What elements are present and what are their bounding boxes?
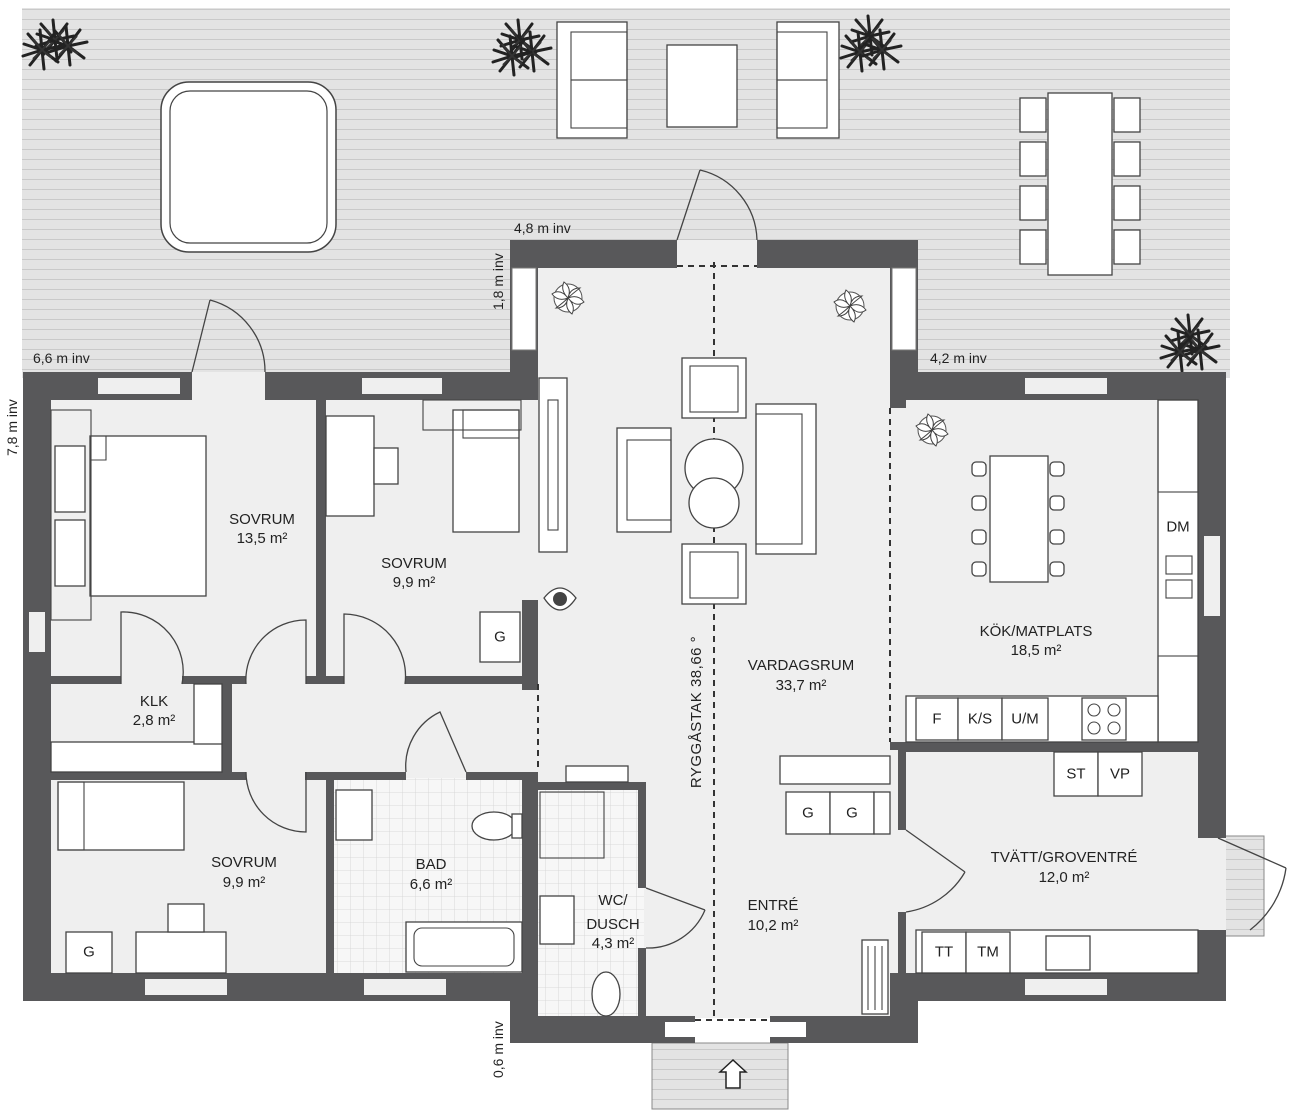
ridge-label: RYGGÅSTAK 38,66 ° — [688, 636, 705, 788]
room-area-kok: 18,5 m² — [1011, 642, 1062, 659]
appliance-tt: TT — [935, 944, 953, 961]
appliance-g: G — [494, 629, 506, 646]
windows — [511, 267, 917, 351]
appliance-g: G — [83, 944, 95, 961]
room-name-sovrum-1: SOVRUM — [229, 511, 295, 528]
dimension-left-depth: 7,8 m inv — [4, 399, 20, 456]
dimension-top-width: 4,8 m inv — [514, 220, 571, 236]
room-area-bad: 6,6 m² — [410, 876, 453, 893]
outdoor-table — [666, 44, 738, 128]
desk — [135, 903, 227, 974]
room-area-vardagsrum: 33,7 m² — [776, 677, 827, 694]
toilet — [471, 811, 517, 841]
room-name-sovrum-3: SOVRUM — [211, 854, 277, 871]
closet-shelf — [50, 741, 223, 773]
appliance-f-box: F — [915, 697, 959, 741]
double-bed — [50, 409, 207, 621]
room-area-entre: 10,2 m² — [748, 917, 799, 934]
appliance-dm: DM — [1166, 519, 1189, 536]
appliance-vp: VP — [1110, 766, 1130, 783]
single-bed — [422, 399, 522, 533]
bath-sink — [335, 789, 373, 841]
wardrobe-g-2: G — [65, 931, 113, 974]
appliance-ks: K/S — [968, 711, 992, 728]
wc-sink — [539, 895, 575, 945]
coffee-table — [688, 477, 740, 529]
dimension-right-width: 4,2 m inv — [930, 350, 987, 366]
bathtub — [405, 921, 523, 973]
appliance-f: F — [932, 711, 941, 728]
closet-shelf — [193, 683, 223, 745]
stove — [1081, 697, 1127, 741]
appliance-tt-box: TT — [921, 931, 967, 974]
room-area-sovrum-1: 13,5 m² — [237, 530, 288, 547]
fireplace — [543, 587, 577, 611]
appliance-ks-box: K/S — [957, 697, 1003, 741]
entrance-step — [651, 1042, 789, 1110]
walls — [23, 240, 1226, 1043]
appliance-um-box: U/M — [1001, 697, 1049, 741]
desk — [325, 415, 399, 517]
room-area-wc: 4,3 m² — [592, 935, 635, 952]
doors — [120, 169, 1287, 949]
room-area-tvatt: 12,0 m² — [1039, 869, 1090, 886]
wardrobe-g-1: G — [479, 611, 521, 663]
appliance-g: G — [846, 805, 858, 822]
dimension-left-width: 6,6 m inv — [33, 350, 90, 366]
room-name-klk: KLK — [140, 693, 168, 710]
laundry-sink — [1045, 935, 1091, 971]
room-name-wc-2: DUSCH — [586, 916, 639, 933]
tv-bench — [538, 377, 568, 553]
room-name-bad: BAD — [416, 856, 447, 873]
appliance-vp-box: VP — [1097, 751, 1143, 797]
room-name-sovrum-2: SOVRUM — [381, 555, 447, 572]
wardrobe-g-4: G — [829, 791, 875, 835]
sofa — [616, 427, 672, 533]
outdoor-sofa-right — [776, 21, 840, 139]
dining-table — [971, 455, 1065, 583]
room-name-wc-1: WC/ — [598, 892, 628, 909]
room-name-entre: ENTRÉ — [748, 897, 799, 914]
entrance-arrow-icon — [718, 1058, 748, 1089]
appliance-g: G — [802, 805, 814, 822]
dimension-top-depth: 1,8 m inv — [490, 253, 506, 310]
appliance-tm: TM — [977, 944, 999, 961]
entre-bench — [565, 765, 629, 783]
armchair — [681, 357, 747, 419]
armchair — [681, 543, 747, 605]
shoe-rack — [779, 755, 891, 785]
wc-toilet — [591, 971, 621, 1017]
room-name-vardagsrum: VARDAGSRUM — [748, 657, 854, 674]
appliance-um: U/M — [1011, 711, 1039, 728]
room-area-sovrum-3: 9,9 m² — [223, 874, 266, 891]
shower — [539, 791, 605, 859]
room-area-sovrum-2: 9,9 m² — [393, 574, 436, 591]
outdoor-sofa-left — [556, 21, 628, 139]
room-name-kok: KÖK/MATPLATS — [980, 622, 1093, 640]
room-name-tvatt: TVÄTT/GROVENTRÉ — [991, 849, 1138, 866]
appliance-tm-box: TM — [965, 931, 1011, 974]
appliance-st-box: ST — [1053, 751, 1099, 797]
entre-bench — [861, 939, 889, 1015]
wardrobe-g-3: G — [785, 791, 831, 835]
outdoor-dining-set — [1019, 92, 1141, 276]
appliance-st: ST — [1066, 766, 1085, 783]
room-area-klk: 2,8 m² — [133, 712, 176, 729]
single-bed — [57, 781, 185, 851]
sofa — [755, 403, 817, 555]
dimension-bottom-depth: 0,6 m inv — [490, 1021, 506, 1078]
